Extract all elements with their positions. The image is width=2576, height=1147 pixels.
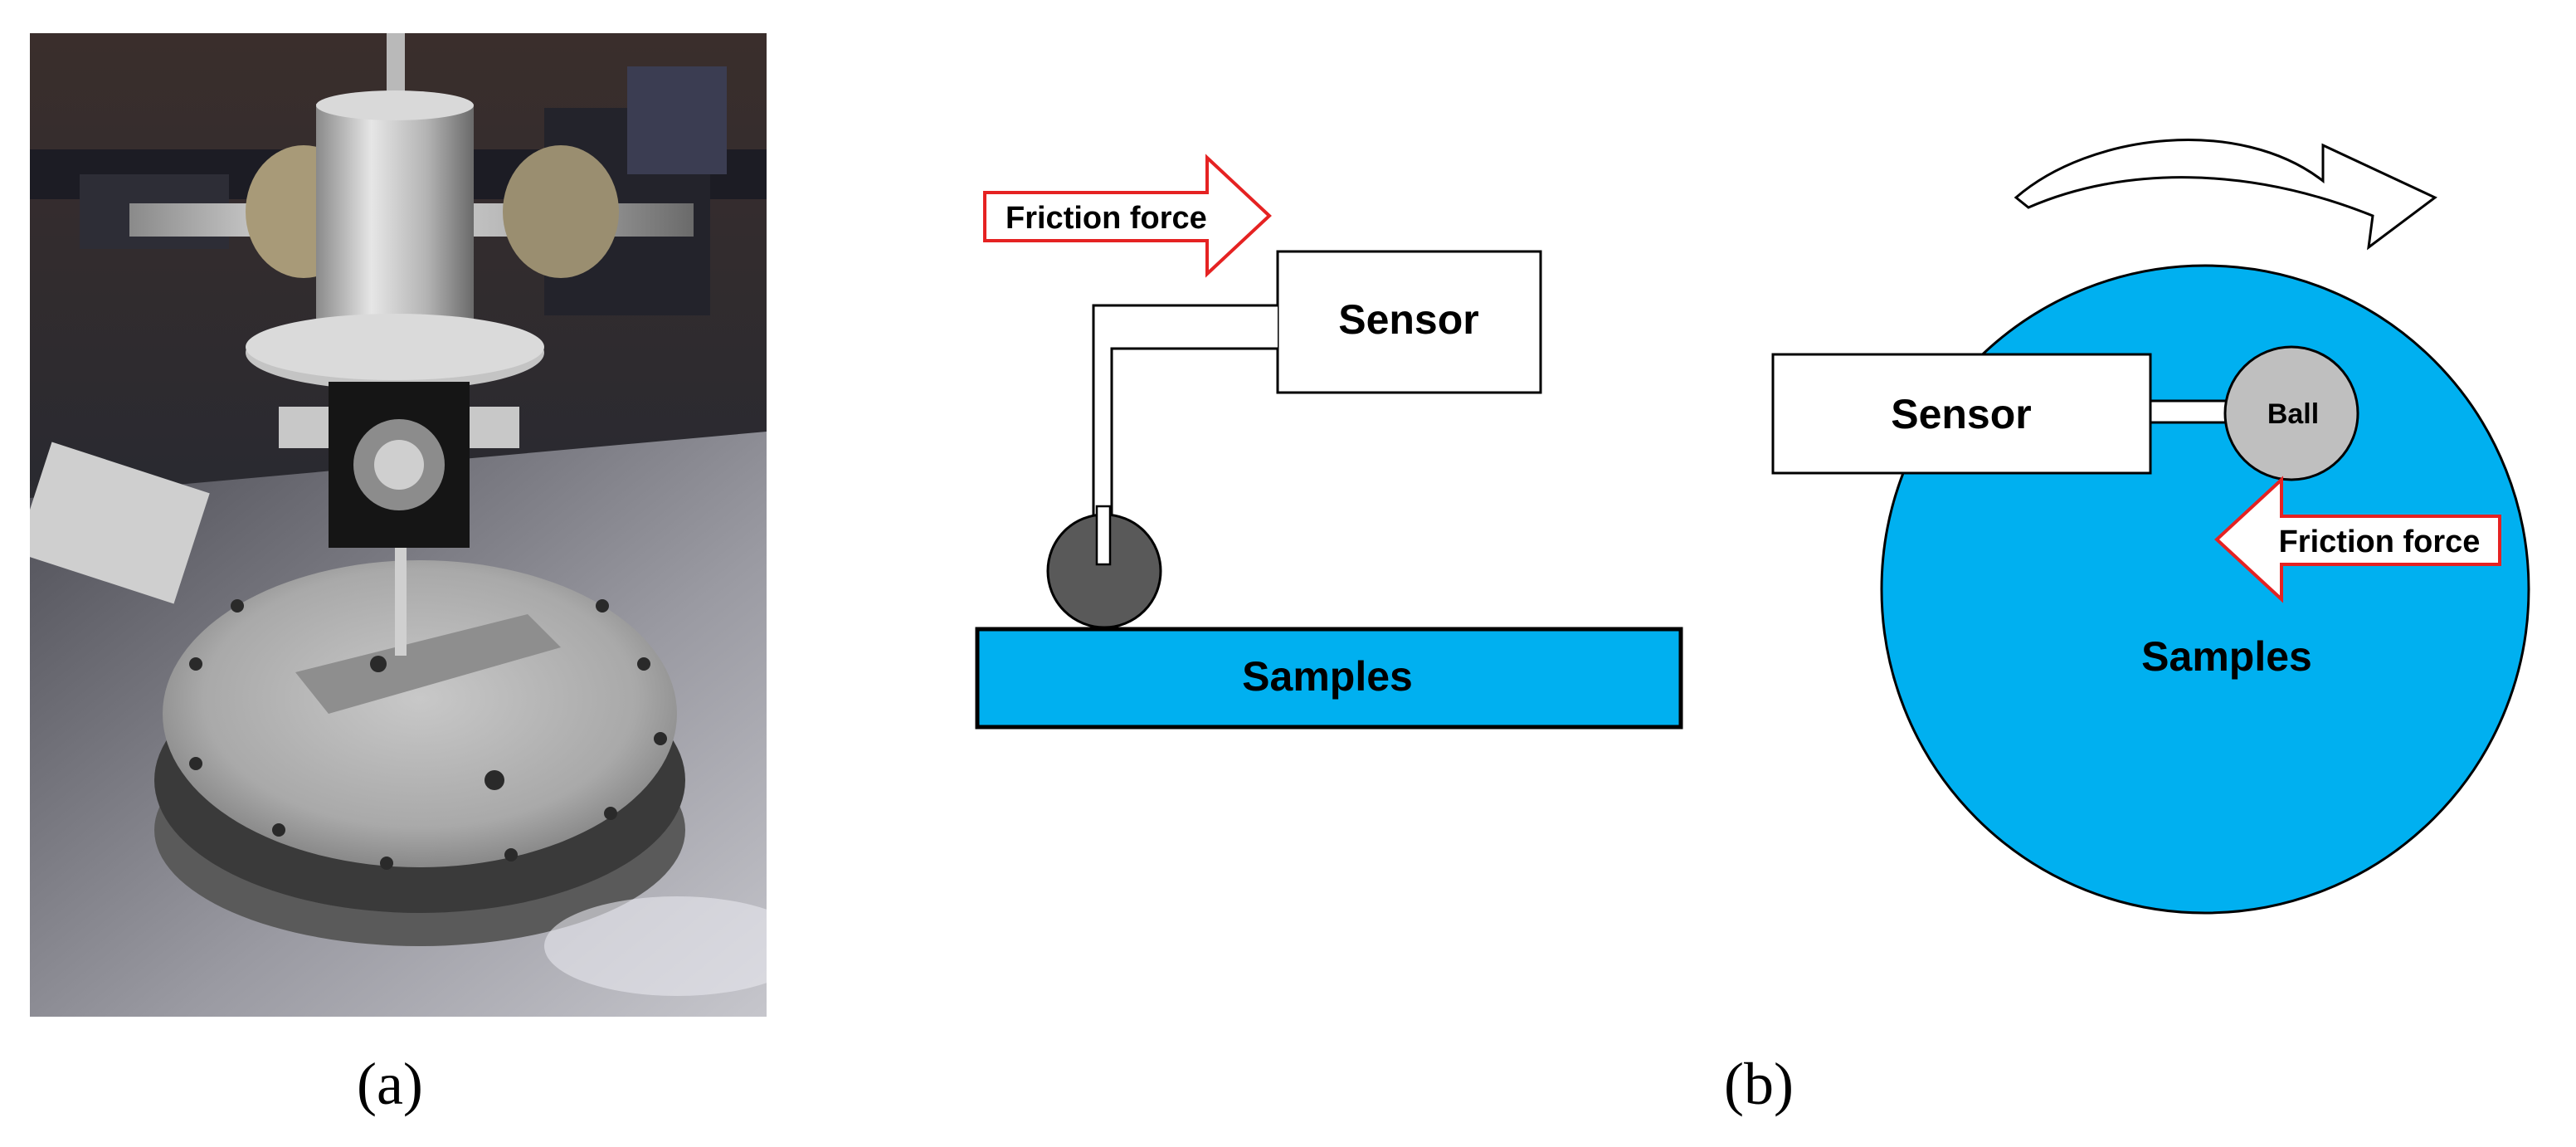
- panel-a-label: (a): [357, 1051, 423, 1117]
- samples-label-side: Samples: [1242, 653, 1413, 700]
- tribometer-photo: [30, 33, 767, 1017]
- friction-arrow-right-icon: [983, 154, 1272, 278]
- sensor-box-side: [1276, 250, 1542, 394]
- sensor-box-top: [1771, 353, 2152, 475]
- friction-label-top: Friction force: [2279, 525, 2481, 559]
- ball-top: [2223, 345, 2359, 481]
- panel-b-label: (b): [1724, 1051, 1794, 1117]
- sensor-label-side: Sensor: [1338, 296, 1479, 343]
- top-view: Sensor Ball Friction force Samples: [1771, 139, 2530, 915]
- sensor-label-top: Sensor: [1891, 391, 2032, 437]
- ball-label: Ball: [2267, 398, 2319, 430]
- samples-label-top: Samples: [2141, 633, 2312, 680]
- side-view: Friction force Sensor Samples: [975, 154, 1683, 730]
- rotation-arrow-icon: [2014, 139, 2437, 251]
- samples-bar: [975, 627, 1683, 730]
- friction-arrow-left-icon: [2214, 476, 2501, 603]
- friction-label-side: Friction force: [1006, 201, 1207, 236]
